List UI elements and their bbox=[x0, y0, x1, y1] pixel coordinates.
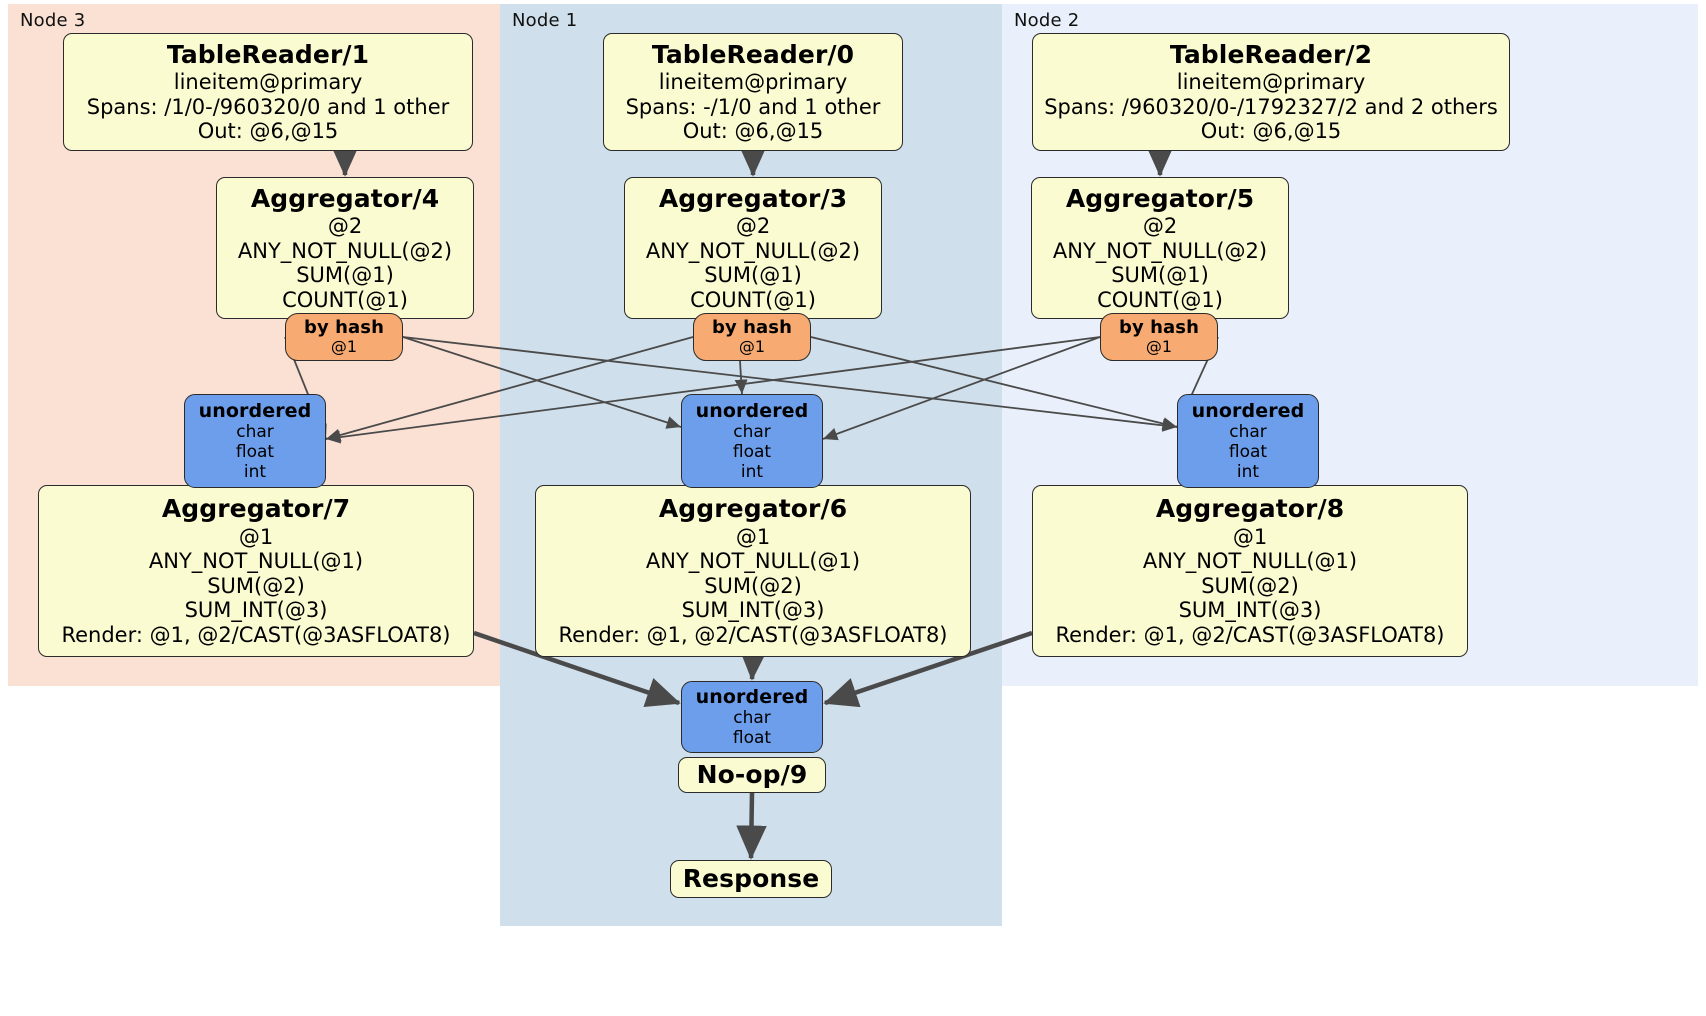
processor-aggregator-5[interactable]: Aggregator/5 @2 ANY_NOT_NULL(@2) SUM(@1)… bbox=[1031, 177, 1289, 319]
synchronizer-type-line: float bbox=[732, 441, 772, 462]
processor-aggregator-3[interactable]: Aggregator/3 @2 ANY_NOT_NULL(@2) SUM(@1)… bbox=[624, 177, 882, 319]
processor-detail-line: SUM_INT(@3) bbox=[1178, 598, 1322, 623]
processor-detail-line: @1 bbox=[735, 524, 771, 549]
response-node[interactable]: Response bbox=[670, 860, 832, 898]
processor-title: Aggregator/5 bbox=[1065, 183, 1255, 213]
processor-tablereader-2[interactable]: TableReader/2 lineitem@primary Spans: /9… bbox=[1032, 33, 1510, 151]
synchronizer-type-line: char bbox=[733, 707, 771, 728]
synchronizer-title: unordered bbox=[198, 399, 312, 422]
processor-detail-line: Spans: /960320/0-/1792327/2 and 2 others bbox=[1044, 94, 1498, 119]
processor-title: TableReader/0 bbox=[651, 40, 855, 70]
processor-detail-line: Out: @6,@15 bbox=[682, 119, 824, 144]
synchronizer-unordered-noop-9[interactable]: unordered char float bbox=[681, 681, 823, 753]
processor-title: Aggregator/3 bbox=[658, 183, 848, 213]
synchronizer-type-line: int bbox=[740, 461, 764, 482]
synchronizer-type-line: char bbox=[1229, 421, 1267, 442]
processor-tablereader-1[interactable]: TableReader/1 lineitem@primary Spans: /1… bbox=[63, 33, 473, 151]
router-by-hash-aggregator-5[interactable]: by hash @1 bbox=[1100, 313, 1218, 361]
synchronizer-unordered-aggregator-8[interactable]: unordered char float int bbox=[1177, 394, 1319, 488]
processor-detail-line: COUNT(@1) bbox=[1097, 287, 1223, 312]
processor-detail-line: COUNT(@1) bbox=[690, 287, 816, 312]
processor-detail-line: COUNT(@1) bbox=[282, 287, 408, 312]
processor-detail-line: @2 bbox=[735, 214, 771, 238]
processor-no-op-9[interactable]: No-op/9 bbox=[678, 757, 826, 793]
processor-detail-line: @2 bbox=[327, 214, 363, 238]
router-detail-line: @1 bbox=[1145, 337, 1173, 357]
router-by-hash-aggregator-3[interactable]: by hash @1 bbox=[693, 313, 811, 361]
processor-detail-line: Spans: /1/0-/960320/0 and 1 other bbox=[86, 94, 450, 119]
synchronizer-unordered-aggregator-6[interactable]: unordered char float int bbox=[681, 394, 823, 488]
processor-detail-line: ANY_NOT_NULL(@1) bbox=[645, 549, 861, 574]
processor-detail-line: SUM_INT(@3) bbox=[681, 598, 825, 623]
processor-title: Aggregator/8 bbox=[1155, 494, 1345, 524]
processor-detail-line: ANY_NOT_NULL(@1) bbox=[1142, 549, 1358, 574]
synchronizer-type-line: int bbox=[1236, 461, 1260, 482]
processor-detail-line: lineitem@primary bbox=[1176, 70, 1366, 95]
synchronizer-title: unordered bbox=[695, 399, 809, 422]
processor-detail-line: lineitem@primary bbox=[658, 70, 848, 95]
processor-title: TableReader/1 bbox=[166, 40, 370, 70]
processor-detail-line: @2 bbox=[1142, 214, 1178, 238]
processor-detail-line: ANY_NOT_NULL(@2) bbox=[645, 238, 861, 263]
router-by-hash-aggregator-4[interactable]: by hash @1 bbox=[285, 313, 403, 361]
response-title: Response bbox=[682, 864, 820, 894]
processor-detail-line: SUM(@1) bbox=[704, 263, 802, 288]
processor-title: Aggregator/6 bbox=[658, 494, 848, 524]
processor-aggregator-8[interactable]: Aggregator/8 @1 ANY_NOT_NULL(@1) SUM(@2)… bbox=[1032, 485, 1468, 657]
processor-detail-line: SUM(@2) bbox=[207, 573, 305, 598]
synchronizer-type-line: float bbox=[235, 441, 275, 462]
synchronizer-unordered-aggregator-7[interactable]: unordered char float int bbox=[184, 394, 326, 488]
processor-render-line: Render: @1, @2/CAST(@3ASFLOAT8) bbox=[558, 622, 948, 647]
processor-title: Aggregator/4 bbox=[250, 183, 440, 213]
processor-detail-line: SUM(@2) bbox=[704, 573, 802, 598]
processor-detail-line: @1 bbox=[238, 524, 274, 549]
synchronizer-type-line: float bbox=[1228, 441, 1268, 462]
synchronizer-type-line: float bbox=[732, 727, 772, 748]
processor-detail-line: SUM(@1) bbox=[1111, 263, 1209, 288]
node-region-label: Node 2 bbox=[1014, 10, 1080, 31]
processor-aggregator-7[interactable]: Aggregator/7 @1 ANY_NOT_NULL(@1) SUM(@2)… bbox=[38, 485, 474, 657]
processor-detail-line: SUM_INT(@3) bbox=[184, 598, 328, 623]
synchronizer-title: unordered bbox=[1191, 399, 1305, 422]
router-title: by hash bbox=[711, 317, 793, 339]
processor-render-line: Render: @1, @2/CAST(@3ASFLOAT8) bbox=[1055, 622, 1445, 647]
node-region-label: Node 1 bbox=[512, 10, 578, 31]
router-title: by hash bbox=[303, 317, 385, 339]
synchronizer-type-line: char bbox=[733, 421, 771, 442]
router-title: by hash bbox=[1118, 317, 1200, 339]
processor-detail-line: lineitem@primary bbox=[173, 70, 363, 95]
router-detail-line: @1 bbox=[330, 337, 358, 357]
processor-detail-line: ANY_NOT_NULL(@1) bbox=[148, 549, 364, 574]
processor-render-line: Render: @1, @2/CAST(@3ASFLOAT8) bbox=[61, 622, 451, 647]
processor-detail-line: @1 bbox=[1232, 524, 1268, 549]
processor-detail-line: SUM(@1) bbox=[296, 263, 394, 288]
processor-detail-line: ANY_NOT_NULL(@2) bbox=[237, 238, 453, 263]
processor-detail-line: SUM(@2) bbox=[1201, 573, 1299, 598]
router-detail-line: @1 bbox=[738, 337, 766, 357]
synchronizer-title: unordered bbox=[695, 685, 809, 708]
processor-detail-line: Out: @6,@15 bbox=[197, 119, 339, 144]
processor-aggregator-6[interactable]: Aggregator/6 @1 ANY_NOT_NULL(@1) SUM(@2)… bbox=[535, 485, 971, 657]
processor-title: No-op/9 bbox=[696, 760, 808, 790]
processor-detail-line: Spans: -/1/0 and 1 other bbox=[625, 94, 881, 119]
processor-aggregator-4[interactable]: Aggregator/4 @2 ANY_NOT_NULL(@2) SUM(@1)… bbox=[216, 177, 474, 319]
processor-title: Aggregator/7 bbox=[161, 494, 351, 524]
processor-tablereader-0[interactable]: TableReader/0 lineitem@primary Spans: -/… bbox=[603, 33, 903, 151]
processor-detail-line: Out: @6,@15 bbox=[1200, 119, 1342, 144]
node-region-label: Node 3 bbox=[20, 10, 86, 31]
synchronizer-type-line: char bbox=[236, 421, 274, 442]
synchronizer-type-line: int bbox=[243, 461, 267, 482]
processor-detail-line: ANY_NOT_NULL(@2) bbox=[1052, 238, 1268, 263]
processor-title: TableReader/2 bbox=[1169, 40, 1373, 70]
